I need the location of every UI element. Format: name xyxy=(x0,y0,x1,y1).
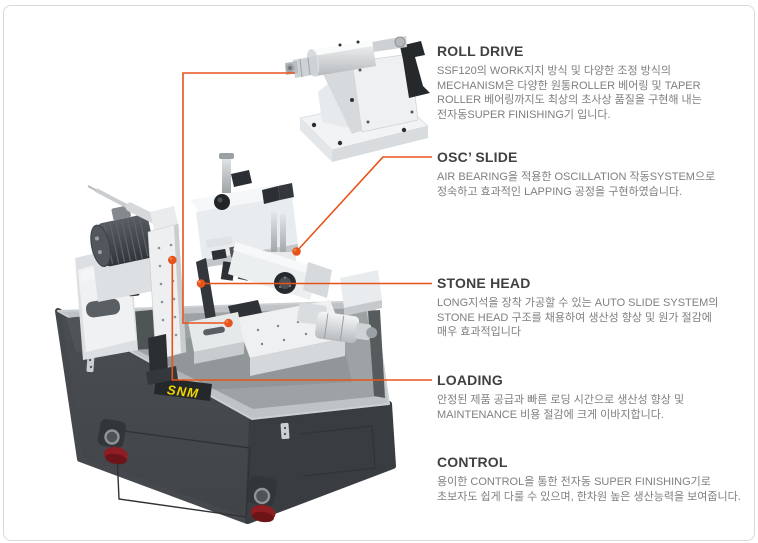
annotation-title: ROLL DRIVE xyxy=(437,43,524,59)
dot-osc-slide xyxy=(292,247,301,256)
annotation-roll-drive: ROLL DRIVE SSF120의 WORK지지 방식 및 다양한 조정 방식… xyxy=(437,44,739,122)
snm-logo: SNM xyxy=(154,377,212,401)
leader-loading xyxy=(171,260,432,381)
svg-text:SNM: SNM xyxy=(166,382,200,401)
annotation-body: LONG지석을 장착 가공할 수 있는 AUTO SLIDE SYSTEM의 S… xyxy=(437,297,719,339)
annotation-osc-slide: OSC’ SLIDE AIR BEARING을 적용한 OSCILLATION … xyxy=(437,150,739,199)
annotation-body: AIR BEARING을 적용한 OSCILLATION 작동SYSTEM으로 … xyxy=(437,171,716,198)
leader-roll-drive xyxy=(182,72,295,324)
machinery xyxy=(75,153,382,385)
leader-lines xyxy=(171,72,432,381)
spindle xyxy=(315,311,378,344)
latch-plate xyxy=(86,354,290,440)
annotation-loading: LOADING 안정된 제품 공급과 빠른 로딩 시간으로 생산성 향상 및 M… xyxy=(437,373,739,422)
leader-osc-slide xyxy=(295,156,432,253)
annotation-body: 안정된 제품 공급과 빠른 로딩 시간으로 생산성 향상 및 MAINTENAN… xyxy=(437,394,685,421)
annotation-title: LOADING xyxy=(437,372,503,388)
dot-loading xyxy=(168,255,177,265)
dot-stone-head xyxy=(196,279,206,288)
machine-foot xyxy=(97,418,278,523)
roll-drive-inset-image xyxy=(285,36,430,162)
annotation-body: SSF120의 WORK지지 방식 및 다양한 조정 방식의 MECHANISM… xyxy=(437,65,702,121)
motor xyxy=(90,205,155,267)
annotation-title: OSC’ SLIDE xyxy=(437,149,518,165)
annotation-stone-head: STONE HEAD LONG지석을 장착 가공할 수 있는 AUTO SLID… xyxy=(437,276,739,340)
dot-roll-drive xyxy=(224,318,233,328)
annotation-body: 용이한 CONTROL을 통한 전자동 SUPER FINISHING기로 초보… xyxy=(437,476,741,503)
annotation-dots xyxy=(168,247,301,328)
annotation-title: CONTROL xyxy=(437,454,508,470)
annotation-control: CONTROL 용이한 CONTROL을 통한 전자동 SUPER FINISH… xyxy=(437,454,741,504)
annotation-title: STONE HEAD xyxy=(437,275,531,291)
